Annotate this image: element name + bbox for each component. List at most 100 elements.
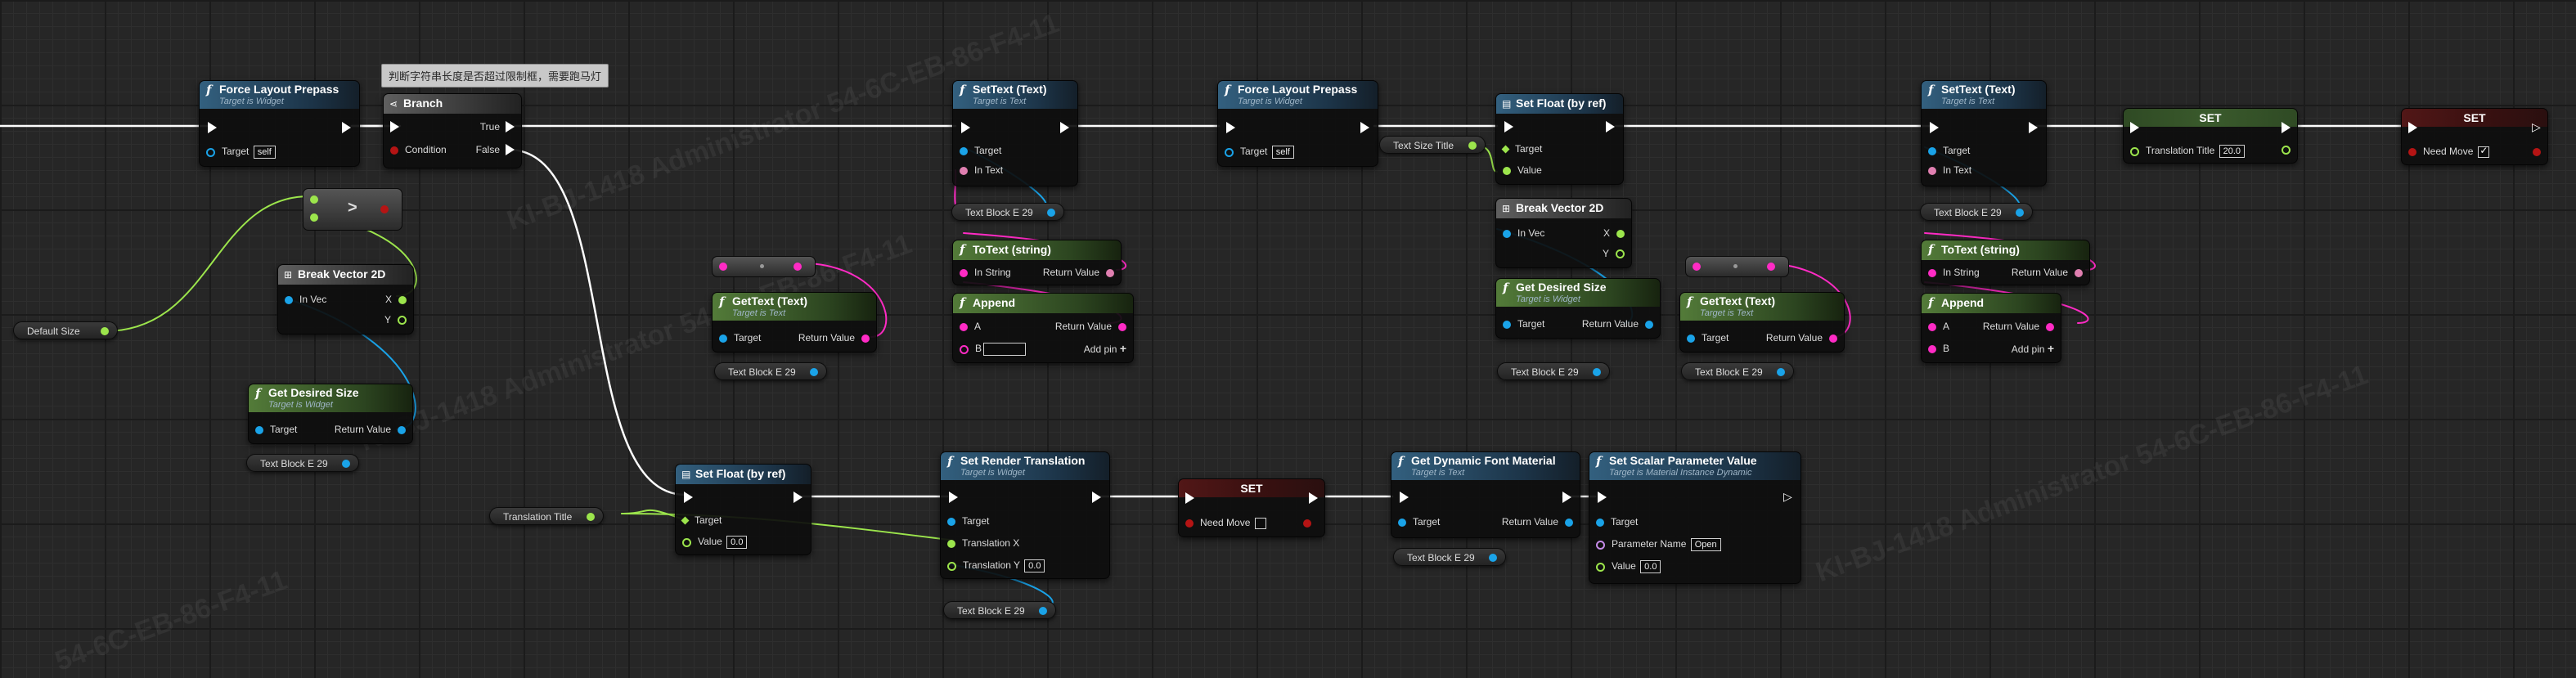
object-pin-icon[interactable]	[255, 425, 263, 434]
exec-input-pin[interactable]	[1504, 121, 1513, 132]
greater-than-node[interactable]: >	[303, 188, 402, 231]
exec-input-pin[interactable]	[961, 122, 970, 133]
target-value[interactable]: self	[1271, 146, 1294, 159]
comment-bubble[interactable]: 判断字符串长度是否超过限制框，需要跑马灯	[381, 64, 609, 88]
add-pin-label[interactable]: Add pin	[1083, 343, 1117, 355]
object-pin-icon[interactable]	[1503, 320, 1511, 329]
bool-pin-icon[interactable]	[1185, 519, 1194, 528]
exec-output-pin[interactable]	[1606, 121, 1615, 132]
bool-pin-icon[interactable]	[390, 146, 398, 155]
exec-output-pin[interactable]	[1562, 492, 1571, 503]
plus-icon[interactable]: +	[2047, 342, 2054, 355]
string-pin-icon[interactable]	[793, 263, 802, 271]
exec-false-pin[interactable]	[506, 144, 515, 155]
bool-pin-icon[interactable]	[2533, 148, 2541, 156]
string-pin-icon[interactable]	[1693, 263, 1701, 271]
bool-pin-icon[interactable]	[2408, 147, 2416, 156]
text-pin-icon[interactable]	[861, 334, 870, 343]
object-pin-icon[interactable]	[1047, 209, 1055, 217]
float-pin-icon[interactable]	[310, 195, 318, 204]
exec-input-pin[interactable]	[1598, 492, 1607, 503]
float-pin-icon[interactable]	[587, 513, 595, 521]
object-pin-icon[interactable]	[1777, 368, 1785, 376]
text-block-getter[interactable]: Text Block E 29	[951, 203, 1064, 221]
string-pin-icon[interactable]	[960, 268, 968, 277]
exec-input-pin[interactable]	[949, 492, 958, 503]
exec-output-pin[interactable]	[342, 122, 351, 133]
object-pin-icon[interactable]	[1489, 554, 1497, 562]
object-pin-icon[interactable]	[1565, 518, 1573, 527]
exec-output-pin[interactable]	[793, 492, 802, 503]
set-translation-title-node[interactable]: SET Translation Title 20.0	[2123, 108, 2298, 164]
exec-input-pin[interactable]	[390, 121, 399, 132]
text-pin-icon[interactable]	[1928, 166, 1936, 175]
float-pin-icon[interactable]	[1503, 166, 1511, 175]
default-size-getter[interactable]: Default Size	[13, 321, 118, 339]
exec-input-pin[interactable]	[1226, 122, 1235, 133]
string-pin-icon[interactable]	[1928, 268, 1936, 277]
exec-input-pin[interactable]	[2130, 122, 2139, 133]
name-pin-icon[interactable]	[1596, 540, 1605, 550]
text-pin-icon[interactable]	[2075, 268, 2083, 277]
add-pin-label[interactable]: Add pin	[2011, 343, 2045, 355]
text-size-title-getter[interactable]: Text Size Title	[1379, 136, 1486, 154]
text-block-getter[interactable]: Text Block E 29	[1393, 548, 1506, 566]
reroute-node[interactable]	[1685, 256, 1789, 277]
float-pin-icon[interactable]	[1596, 562, 1605, 572]
value-field[interactable]: 0.0	[1640, 560, 1661, 573]
vector-pin-icon[interactable]	[398, 425, 406, 434]
value-field[interactable]: 0.0	[726, 536, 748, 549]
exec-input-pin[interactable]	[1930, 122, 1939, 133]
string-pin-icon[interactable]	[2046, 322, 2054, 331]
float-pin-icon[interactable]	[2130, 146, 2139, 156]
set-need-move-node[interactable]: SET ▷ Need Move	[2401, 108, 2548, 165]
float-pin-icon[interactable]	[1616, 229, 1625, 238]
string-pin-icon[interactable]	[960, 322, 968, 331]
text-block-getter[interactable]: Text Block E 29	[1920, 203, 2033, 221]
float-pin-icon[interactable]	[101, 327, 109, 335]
text-pin-icon[interactable]	[960, 166, 968, 175]
float-pin-icon[interactable]	[947, 539, 955, 548]
text-block-getter[interactable]: Text Block E 29	[943, 601, 1056, 619]
text-block-getter[interactable]: Text Block E 29	[1681, 362, 1794, 380]
text-block-getter[interactable]: Text Block E 29	[1497, 362, 1610, 380]
object-pin-icon[interactable]	[1593, 368, 1601, 376]
translation-title-value[interactable]: 20.0	[2219, 145, 2246, 158]
need-move-checkbox[interactable]	[1255, 517, 1267, 529]
b-input-field[interactable]	[983, 343, 1027, 356]
text-pin-icon[interactable]	[1106, 268, 1114, 277]
float-pin-icon[interactable]	[2282, 146, 2291, 155]
object-pin-icon[interactable]	[947, 517, 955, 526]
object-pin-icon[interactable]	[2016, 209, 2024, 217]
object-pin-icon[interactable]	[1039, 607, 1047, 615]
plus-icon[interactable]: +	[1119, 342, 1126, 355]
text-block-getter[interactable]: Text Block E 29	[714, 362, 827, 380]
exec-true-pin[interactable]	[506, 121, 515, 132]
float-pin-icon[interactable]	[1468, 141, 1477, 150]
vector-pin-icon[interactable]	[285, 295, 293, 304]
object-pin-icon[interactable]	[1398, 518, 1406, 527]
set-float-by-ref-node[interactable]: ▤Set Float (by ref) Target Value 0.0	[675, 464, 811, 555]
object-pin-icon[interactable]	[1225, 147, 1234, 157]
object-pin-icon[interactable]	[1687, 334, 1695, 343]
string-pin-icon[interactable]	[960, 344, 969, 354]
need-move-checkbox[interactable]	[2478, 145, 2490, 158]
exec-input-pin[interactable]	[2408, 122, 2417, 133]
float-pin-icon[interactable]	[310, 213, 318, 222]
text-pin-icon[interactable]	[1829, 334, 1837, 343]
ref-pin-icon[interactable]	[681, 516, 690, 525]
vector-pin-icon[interactable]	[1645, 320, 1653, 329]
exec-output-pin[interactable]: ▷	[1783, 490, 1792, 503]
set-float-by-ref-node[interactable]: ▤Set Float (by ref) Target Value	[1495, 93, 1624, 185]
string-pin-icon[interactable]	[719, 263, 727, 271]
